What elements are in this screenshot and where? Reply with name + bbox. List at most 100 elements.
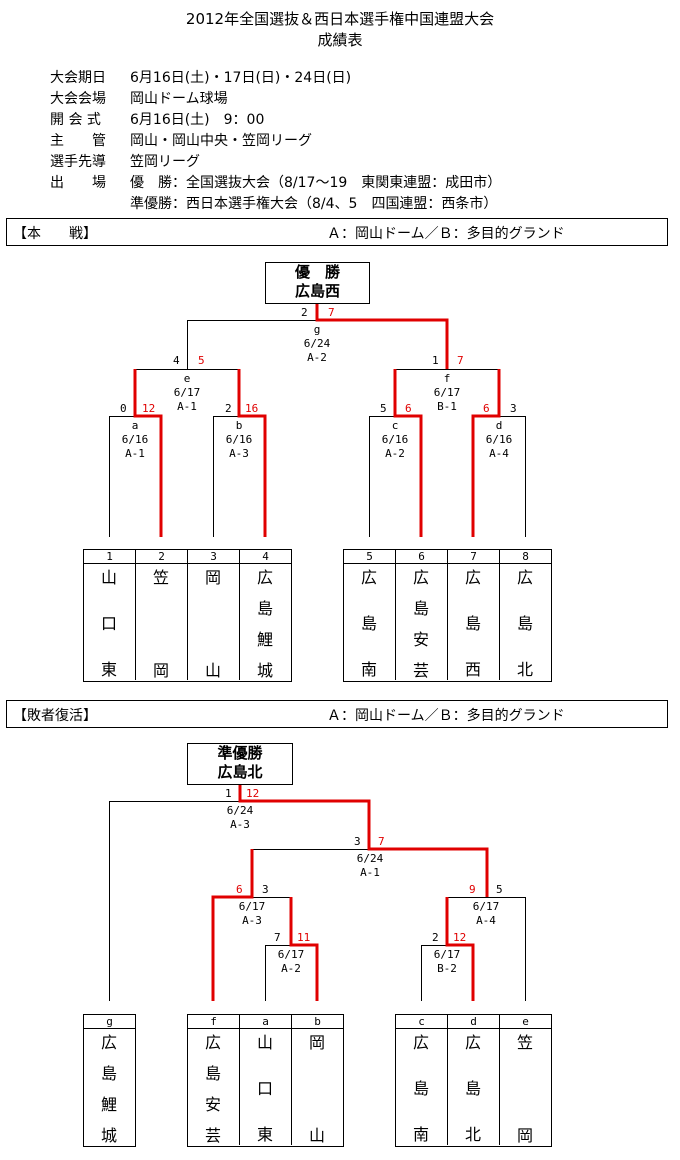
rep-r1-right-left-score: 2 xyxy=(432,931,439,944)
team-name-char: 広 xyxy=(360,568,377,587)
game-g-left-score: 2 xyxy=(301,306,308,319)
team-name-char: 島 xyxy=(412,1079,429,1098)
rep-final-right-score: 12 xyxy=(246,787,260,800)
team-name-char: 島 xyxy=(360,614,377,633)
game-c-left-score: 5 xyxy=(380,402,387,415)
rep-final-date: 6/24 xyxy=(226,804,254,817)
team-name-char: 島 xyxy=(204,1064,221,1083)
team-name-column: 広島鯉城 xyxy=(83,1028,136,1145)
team-name-char: 山 xyxy=(308,1126,325,1145)
rep-qf-right-left-score: 9 xyxy=(469,883,476,896)
game-c-field: A-2 xyxy=(385,447,405,460)
team-name-char: 口 xyxy=(100,614,117,633)
team-name-char: 広 xyxy=(256,568,273,587)
team-number: b xyxy=(291,1014,344,1029)
rep-qf-left-left-score: 6 xyxy=(236,883,243,896)
team-number: 4 xyxy=(239,549,292,564)
team-name-char: 東 xyxy=(256,1125,273,1144)
team-name-column: 岡山 xyxy=(291,1028,344,1145)
rep-qf-left-date: 6/17 xyxy=(238,900,266,913)
document-subtitle: 成績表 xyxy=(317,31,363,49)
game-c-id: c xyxy=(391,419,399,432)
team-name-char: 芸 xyxy=(204,1126,221,1145)
team-name-char: 城 xyxy=(100,1126,117,1145)
team-name-column: 広島安芸 xyxy=(187,1028,240,1145)
game-c-right-score: 6 xyxy=(405,402,412,415)
rep-qf-right-right-score: 5 xyxy=(496,883,503,896)
team-name-column: 笠岡 xyxy=(135,563,188,680)
game-f-id: f xyxy=(443,372,451,385)
game-b-id: b xyxy=(235,419,243,432)
team-name-char: 広 xyxy=(412,1033,429,1052)
team-name-char: 西 xyxy=(464,660,481,679)
game-a-left-score: 0 xyxy=(120,402,127,415)
repechage-section-label: 【敗者復活】 xyxy=(13,708,97,724)
team-name-char: 島 xyxy=(412,599,429,618)
info-row: 出 場優 勝：全国選抜大会（8/17～19 東関東連盟：成田市） xyxy=(50,173,501,194)
team-name-column: 広島北 xyxy=(447,1028,500,1145)
team-name-char: 安 xyxy=(204,1095,221,1114)
rep-qf-right-field: A-4 xyxy=(476,914,496,927)
game-b-field: A-3 xyxy=(229,447,249,460)
rep-r1-right-field: B-2 xyxy=(437,962,457,975)
game-d-field: A-4 xyxy=(489,447,509,460)
game-d-date: 6/16 xyxy=(485,433,513,446)
rep-r1-left-right-score: 11 xyxy=(297,931,311,944)
team-number: 8 xyxy=(499,549,552,564)
main-section-label: 【本 戦】 xyxy=(13,226,97,242)
info-label: 開 会 式 xyxy=(50,112,101,128)
game-f-left-score: 1 xyxy=(432,354,439,367)
info-row: 開 会 式 6月16日(土) 9：00 xyxy=(50,110,264,131)
team-name-char: 広 xyxy=(100,1033,117,1052)
team-name-column: 広島鯉城 xyxy=(239,563,292,680)
main-venue-note: Ａ：岡山ドーム／Ｂ：多目的グランド xyxy=(327,226,565,242)
info-value: 6月16日(土) 9：00 xyxy=(130,112,265,128)
team-name-char: 広 xyxy=(412,568,429,587)
rep-final-field: A-3 xyxy=(230,818,250,831)
team-name-char: 北 xyxy=(464,1125,481,1144)
document-title: 2012年全国選抜＆西日本選手権中国連盟大会 xyxy=(185,10,495,28)
game-a-id: a xyxy=(131,419,139,432)
champion-label: 優 勝 xyxy=(294,263,340,281)
team-name-char: 城 xyxy=(256,661,273,680)
team-name-char: 笠 xyxy=(152,568,169,587)
team-name-char: 広 xyxy=(464,568,481,587)
info-row: 大会会場岡山ドーム球場 xyxy=(50,89,228,110)
info-value: 優 勝：全国選抜大会（8/17～19 東関東連盟：成田市） xyxy=(130,175,502,191)
team-name-char: 鯉 xyxy=(100,1095,117,1114)
rep-semi-right-score: 7 xyxy=(378,835,385,848)
team-name-char: 広 xyxy=(516,568,533,587)
team-name-char: 安 xyxy=(412,630,429,649)
team-name-char: 島 xyxy=(100,1064,117,1083)
repechage-section-header: 【敗者復活】 Ａ：岡山ドーム／Ｂ：多目的グランド xyxy=(6,700,668,728)
info-value: 笠岡リーグ xyxy=(130,154,200,170)
game-g-field: A-2 xyxy=(307,351,327,364)
team-name-char: 芸 xyxy=(412,661,429,680)
team-name-char: 北 xyxy=(516,660,533,679)
runner-up-box: 準優勝 広島北 xyxy=(187,743,293,785)
team-name-column: 広島西 xyxy=(447,563,500,680)
team-name-column: 広島安芸 xyxy=(395,563,448,680)
team-name-char: 岡 xyxy=(308,1033,325,1052)
rep-final-left-score: 1 xyxy=(225,787,232,800)
team-name-char: 岡 xyxy=(152,661,169,680)
team-name-char: 笠 xyxy=(516,1033,533,1052)
team-name-char: 島 xyxy=(464,1079,481,1098)
game-d-left-score: 6 xyxy=(483,402,490,415)
game-f-date: 6/17 xyxy=(433,386,461,399)
info-value: 6月16日(土)・17日(日)・24日(日) xyxy=(130,70,352,86)
game-a-date: 6/16 xyxy=(121,433,149,446)
game-f-right-score: 7 xyxy=(457,354,464,367)
team-name-char: 山 xyxy=(256,1033,273,1052)
team-number: e xyxy=(499,1014,552,1029)
team-number: g xyxy=(83,1014,136,1029)
game-b-left-score: 2 xyxy=(225,402,232,415)
rep-semi-field: A-1 xyxy=(360,866,380,879)
rep-qf-left-right-score: 3 xyxy=(262,883,269,896)
rep-semi-date: 6/24 xyxy=(356,852,384,865)
info-row: 選手先導笠岡リーグ xyxy=(50,152,200,173)
team-name-column: 山口東 xyxy=(239,1028,292,1145)
team-name-column: 広島南 xyxy=(343,563,396,680)
